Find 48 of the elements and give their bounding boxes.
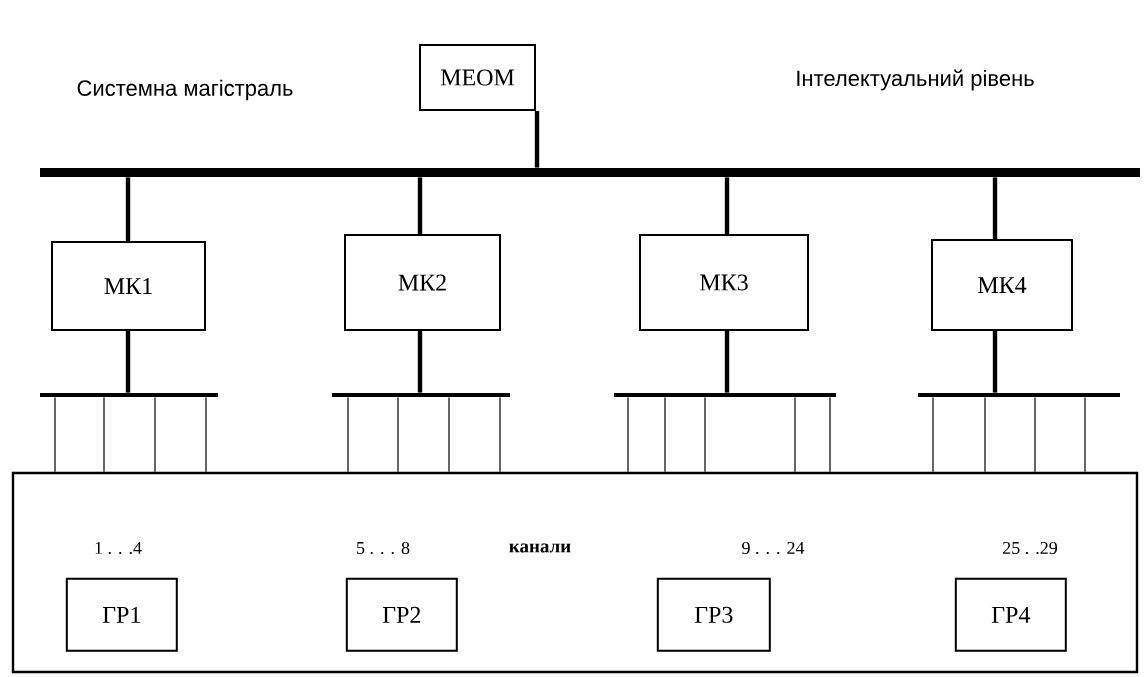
controller-box: МК3 <box>639 234 809 331</box>
channel-range: 9 . . . 24 <box>742 541 805 555</box>
connector-line <box>1034 396 1036 473</box>
bus-bar <box>40 168 1140 177</box>
connector-line <box>992 177 998 239</box>
connector-line <box>664 396 666 473</box>
connector-line <box>984 396 986 473</box>
bus-bar <box>332 393 510 397</box>
connector-line <box>54 396 56 473</box>
bus-bar <box>40 393 218 397</box>
channel-label: канали <box>509 543 571 553</box>
connector-line <box>125 331 131 393</box>
controller-box: МК2 <box>344 234 501 331</box>
connector-line <box>724 331 730 393</box>
bus-bar <box>918 393 1120 397</box>
connector-line <box>1084 396 1086 473</box>
bus-bar <box>614 393 836 397</box>
connector-line <box>724 177 730 234</box>
level-label: Інтелектуальний рівень <box>797 69 1034 91</box>
connector-line <box>534 111 540 168</box>
connector-line <box>627 396 629 473</box>
connector-line <box>417 177 423 234</box>
connector-line <box>154 396 156 473</box>
connector-line <box>125 177 131 241</box>
connector-line <box>992 331 998 393</box>
bus-label: Системна магістраль <box>77 79 293 101</box>
connector-line <box>704 396 706 473</box>
group-box: ГР4 <box>954 577 1067 652</box>
connector-line <box>103 396 105 473</box>
controller-box: МК1 <box>51 241 206 331</box>
channel-range: 5 . . . 8 <box>357 541 410 555</box>
connector-line <box>499 396 501 473</box>
group-box: ГР2 <box>345 577 458 652</box>
channel-range: 1 . . .4 <box>95 541 142 555</box>
module-box <box>11 471 1139 674</box>
connector-line <box>397 396 399 473</box>
group-box: ГР1 <box>65 577 178 652</box>
connector-line <box>829 396 831 473</box>
connector-line <box>347 396 349 473</box>
channel-range: 25 . .29 <box>1003 541 1057 555</box>
connector-line <box>794 396 796 473</box>
connector-line <box>448 396 450 473</box>
group-box: ГР3 <box>656 577 771 652</box>
connector-line <box>417 331 423 393</box>
connector-line <box>932 396 934 473</box>
connector-line <box>205 396 207 473</box>
computer-box: МЕОМ <box>419 44 536 111</box>
controller-box: МК4 <box>931 239 1073 331</box>
